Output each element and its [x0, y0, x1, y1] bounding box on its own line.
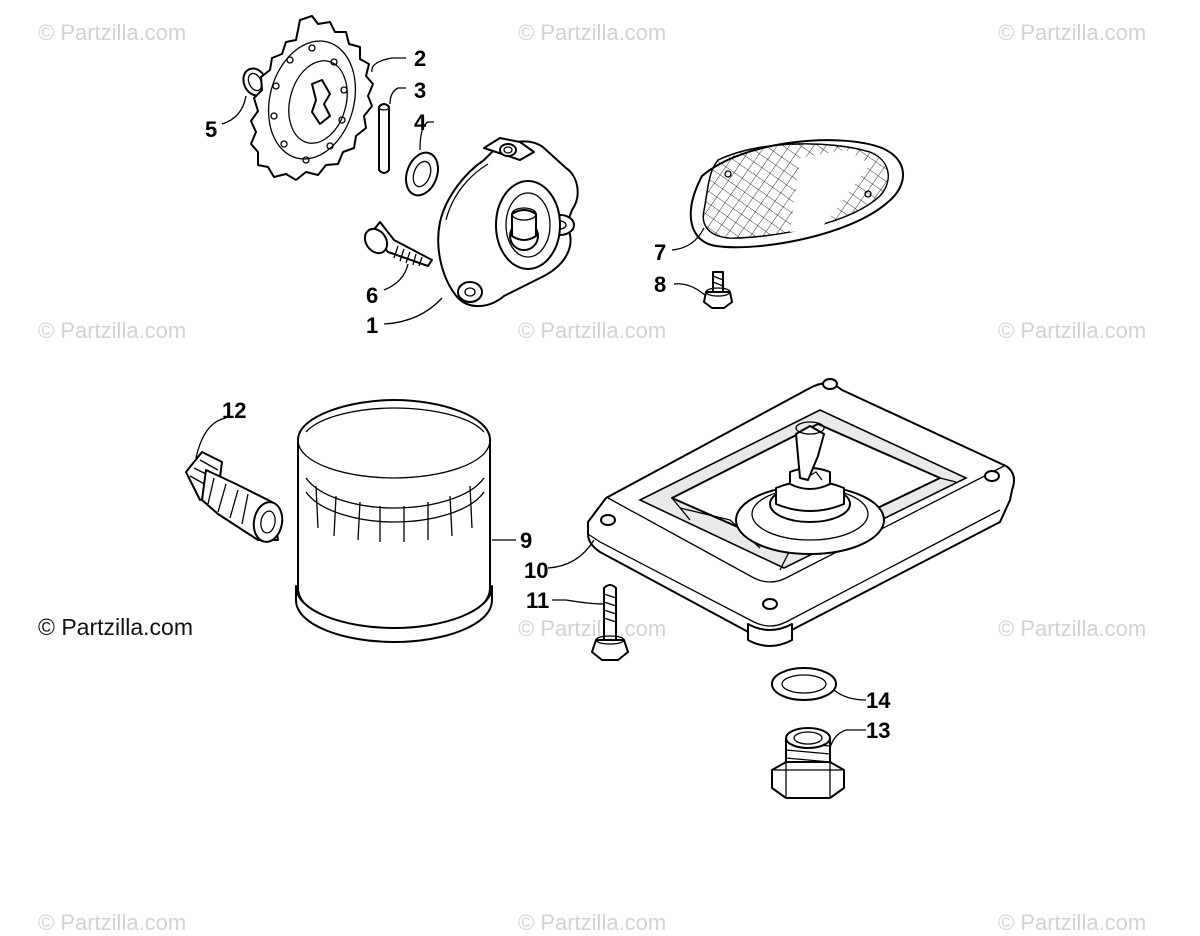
- callout-labels: 5 2 3 4 6 1 7 8 12 9 10 11 14 13: [205, 46, 891, 743]
- copyright-notice: © Partzilla.com: [38, 614, 193, 640]
- part-3-pin: [378, 103, 390, 174]
- part-8-screen-bolt: [703, 271, 733, 309]
- part-9-oil-filter: [295, 399, 493, 643]
- watermark: © Partzilla.com: [518, 318, 667, 343]
- callout-11: 11: [526, 588, 549, 613]
- watermark: © Partzilla.com: [518, 616, 667, 641]
- callout-14: 14: [866, 688, 891, 713]
- callout-13: 13: [866, 718, 890, 743]
- callout-2: 2: [414, 46, 426, 71]
- callout-7: 7: [654, 240, 666, 265]
- part-14-washer: [771, 667, 837, 701]
- watermark: © Partzilla.com: [38, 20, 187, 45]
- watermark: © Partzilla.com: [38, 910, 187, 935]
- callout-5: 5: [205, 117, 217, 142]
- watermark: © Partzilla.com: [998, 910, 1147, 935]
- part-1-oil-pump: [437, 137, 579, 307]
- leader-lines: [195, 57, 867, 749]
- part-7-strainer-screen: [689, 139, 904, 249]
- callout-9: 9: [520, 528, 532, 553]
- watermark: © Partzilla.com: [518, 910, 667, 935]
- watermark: © Partzilla.com: [518, 20, 667, 45]
- watermark: © Partzilla.com: [998, 318, 1147, 343]
- callout-3: 3: [414, 78, 426, 103]
- part-11-pan-bolt: [591, 584, 629, 661]
- part-10-oil-pan: [587, 378, 1015, 647]
- callout-8: 8: [654, 272, 666, 297]
- part-13-drain-plug: [771, 727, 845, 799]
- watermark: © Partzilla.com: [998, 20, 1147, 45]
- callout-12: 12: [222, 398, 246, 423]
- watermark: © Partzilla.com: [38, 318, 187, 343]
- callout-6: 6: [366, 283, 378, 308]
- part-4-washer: [405, 151, 439, 197]
- part-6-bolt: [363, 221, 433, 267]
- callout-1: 1: [366, 313, 378, 338]
- callout-4: 4: [414, 110, 427, 135]
- part-2-sprocket: [250, 15, 374, 181]
- part-12-fitting: [185, 451, 284, 543]
- callout-10: 10: [524, 558, 548, 583]
- watermark: © Partzilla.com: [998, 616, 1147, 641]
